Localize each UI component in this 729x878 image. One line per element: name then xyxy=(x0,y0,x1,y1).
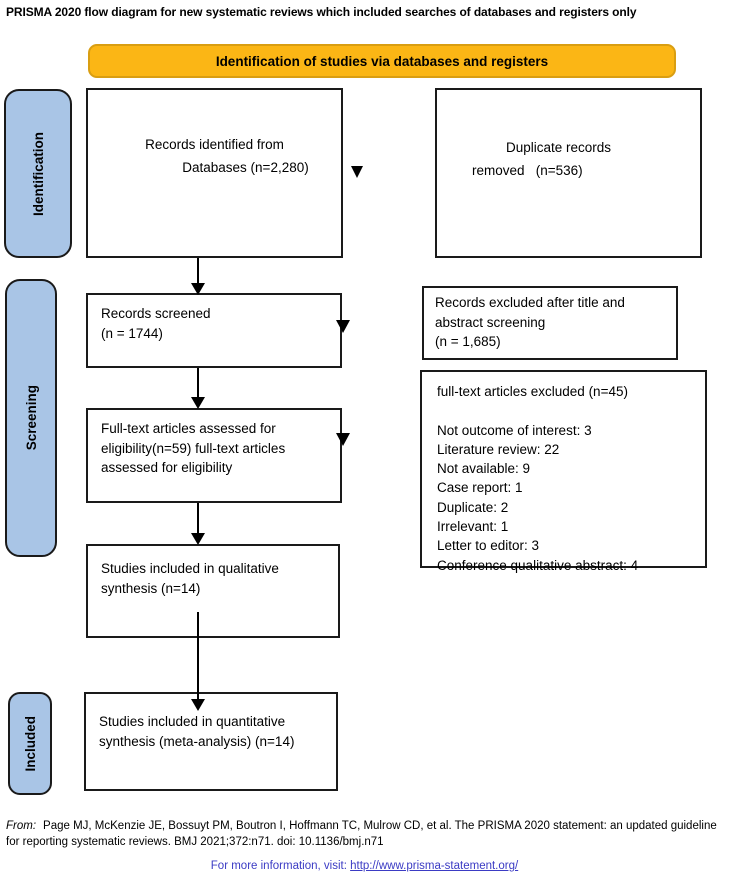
records-screened-line1: Records screened xyxy=(101,306,211,321)
stage-tab-included: Included xyxy=(8,692,52,795)
exclusion-reason: Not available: 9 xyxy=(437,461,531,477)
exclusion-reason: Not outcome of interest: 3 xyxy=(437,422,592,438)
citation-from-label: From: xyxy=(6,820,37,832)
stage-tab-identification: Identification xyxy=(4,89,72,258)
box-records-excluded: Records excluded after title and abstrac… xyxy=(422,286,678,360)
exclusion-reason: Irrelevant: 1 xyxy=(437,519,509,535)
box-fulltext-assessed: Full-text articles assessed for eligibil… xyxy=(86,408,342,503)
page-title: PRISMA 2020 flow diagram for new systema… xyxy=(6,5,637,19)
exclusion-reason: Literature review: 22 xyxy=(437,441,560,457)
box-quantitative-synthesis: Studies included in quantitative synthes… xyxy=(84,692,338,791)
exclusion-reason: Letter to editor: 3 xyxy=(437,538,540,554)
records-identified-line2: Databases (n=2,280) xyxy=(182,159,309,175)
exclusion-reason: Conference qualitative abstract: 4 xyxy=(437,557,639,573)
duplicates-removed-line2: removed (n=536) xyxy=(472,162,583,178)
box-duplicate-records-removed: Duplicate records removed (n=536) xyxy=(435,88,702,258)
box-fulltext-excluded: full-text articles excluded (n=45) Not o… xyxy=(420,370,707,573)
stage-label-screening: Screening xyxy=(23,385,39,451)
exclusion-reason: Duplicate: 2 xyxy=(437,499,509,515)
records-screened-line2: (n = 1744) xyxy=(101,325,163,341)
more-info-line: For more information, visit: http://www.… xyxy=(0,860,729,872)
fulltext-excluded-reasons: Not outcome of interest: 3 Literature rev… xyxy=(437,421,690,575)
box-qualitative-synthesis: Studies included in qualitative synthesi… xyxy=(86,544,340,638)
records-identified-line1: Records identified from xyxy=(145,137,284,152)
stage-label-identification: Identification xyxy=(30,131,46,216)
box-records-identified: Records identified from Databases (n=2,2… xyxy=(86,88,343,258)
records-excluded-text: Records excluded after title and abstrac… xyxy=(435,295,625,330)
header-banner: Identification of studies via databases … xyxy=(88,44,676,78)
duplicates-removed-line1: Duplicate records xyxy=(505,140,612,155)
more-info-prefix: For more information, visit: xyxy=(210,860,351,872)
stage-tab-screening: Screening xyxy=(5,279,57,557)
fulltext-excluded-title: full-text articles excluded (n=45) xyxy=(437,384,628,399)
citation-body: Page MJ, McKenzie JE, Bossuyt PM, Boutro… xyxy=(6,820,717,849)
quantitative-synthesis-text: Studies included in quantitative synthes… xyxy=(99,714,295,749)
exclusion-reason: Case report: 1 xyxy=(437,480,523,496)
stage-label-included: Included xyxy=(22,715,38,772)
records-excluded-count: (n = 1,685) xyxy=(435,334,501,350)
box-records-screened: Records screened (n = 1744) xyxy=(86,293,342,368)
fulltext-assessed-text: Full-text articles assessed for eligibil… xyxy=(101,421,286,476)
header-banner-label: Identification of studies via databases … xyxy=(215,53,549,69)
citation-text: From:Page MJ, McKenzie JE, Bossuyt PM, B… xyxy=(6,818,723,851)
prisma-statement-link[interactable]: http://www.prisma-statement.org/ xyxy=(350,860,519,872)
qualitative-synthesis-text: Studies included in qualitative synthesi… xyxy=(101,561,279,596)
